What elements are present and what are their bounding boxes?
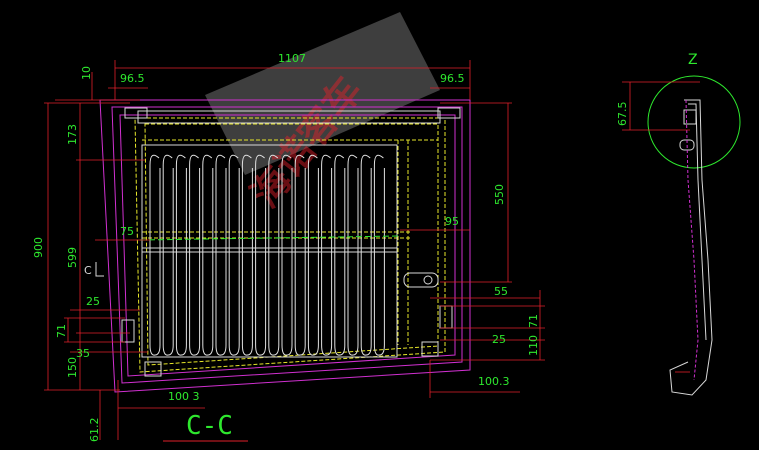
louver-slat [189,154,201,356]
louver-slat [321,154,333,356]
latch-knob [423,275,433,285]
dim-lower-left-35: 35 [76,347,90,360]
watermark: 海诺客车 [205,12,440,216]
dim-middle-height: 599 [66,247,79,268]
louver-slat [360,154,372,356]
louver-slat [294,154,306,356]
dim-lower-height: 150 [66,357,79,378]
pivot-bottom-left [144,361,162,377]
dim-right-55: 55 [494,285,508,298]
louver-slat [255,154,267,356]
louver-slat [215,154,227,356]
dimension-labels: 1107 96.5 96.5 10 900 173 599 150 550 75… [32,52,540,442]
dim-right-gap: 95 [445,215,459,228]
dim-upper-height: 173 [66,124,79,145]
louver-slat [373,154,385,356]
detail-view-z: Z 67.5 [616,52,741,396]
section-title: C-C [163,411,248,442]
louver-slat [347,154,359,356]
dim-overall-height: 900 [32,237,45,258]
side-profile-hidden [685,99,699,381]
section-marker: C [84,262,104,277]
dim-bottom-right-span: 100.3 [478,375,510,388]
louver-slat [241,154,253,356]
dim-bottom-left-span: 100 3 [168,390,200,403]
dim-right-71: 71 [527,314,540,328]
centerline-dashed [139,235,401,241]
dim-right-110: 110 [527,335,540,356]
louver-slat [149,154,161,356]
detail-label: Z [688,52,698,68]
section-label: C-C [186,411,233,441]
dim-bottom-offset: 61.2 [88,418,101,443]
slot-right [439,305,453,329]
hinge-top-right [437,107,461,119]
louver-slat [175,154,187,356]
louver-slat [281,154,293,356]
latch-right [403,272,439,288]
dim-rail-offset: 75 [120,225,134,238]
outer-frame [99,99,471,393]
dim-lower-left-71: 71 [55,324,68,338]
louver-slat [307,154,319,356]
louver-slat [268,154,280,356]
watermark-banner [205,12,440,175]
detail-circle [647,75,741,169]
dim-top-offset: 10 [80,66,93,80]
dim-right-25: 25 [492,333,506,346]
dim-left-inset: 96.5 [120,72,145,85]
dim-detail-height: 67.5 [616,102,629,127]
side-profile [669,99,713,396]
louver-slat [334,154,346,356]
pivot-bottom-right [421,341,439,357]
hinge-top-left [124,107,148,119]
dim-overall-width: 1107 [278,52,306,65]
louver-slat [228,154,240,356]
dim-lower-left-25: 25 [86,295,100,308]
dim-right-inset: 96.5 [440,72,465,85]
panel-body [137,110,441,358]
slot-left [121,319,135,343]
louver-slat [202,154,214,356]
detail-dimension-lines [622,81,700,373]
dimension-lines [44,60,545,440]
svg-text:C: C [84,264,92,277]
inner-frame-hidden [134,117,446,373]
dim-right-height: 550 [493,184,506,205]
louver-slats [149,154,385,356]
louver-slat [162,154,174,356]
